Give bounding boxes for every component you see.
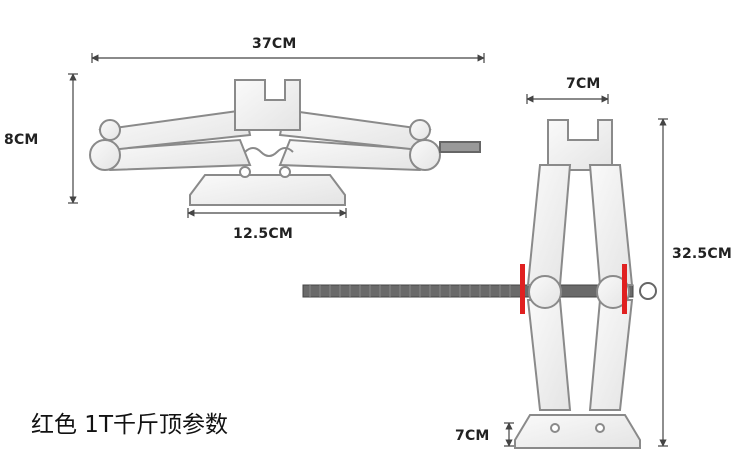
label-top-width: 7CM [566,76,601,92]
caption-title: 红色 1T千斤顶参数 [31,412,228,438]
red-accent-right [622,264,627,314]
scissor-jack-collapsed-icon [89,79,481,206]
label-collapsed-length: 37CM [252,36,297,52]
label-base-length: 12.5CM [233,226,293,242]
red-accent-left [520,264,525,314]
label-base-height: 7CM [455,428,490,444]
label-collapsed-height: 8CM [4,132,39,148]
label-extended-height: 32.5CM [672,246,732,262]
scissor-jack-extended-icon [302,119,657,449]
